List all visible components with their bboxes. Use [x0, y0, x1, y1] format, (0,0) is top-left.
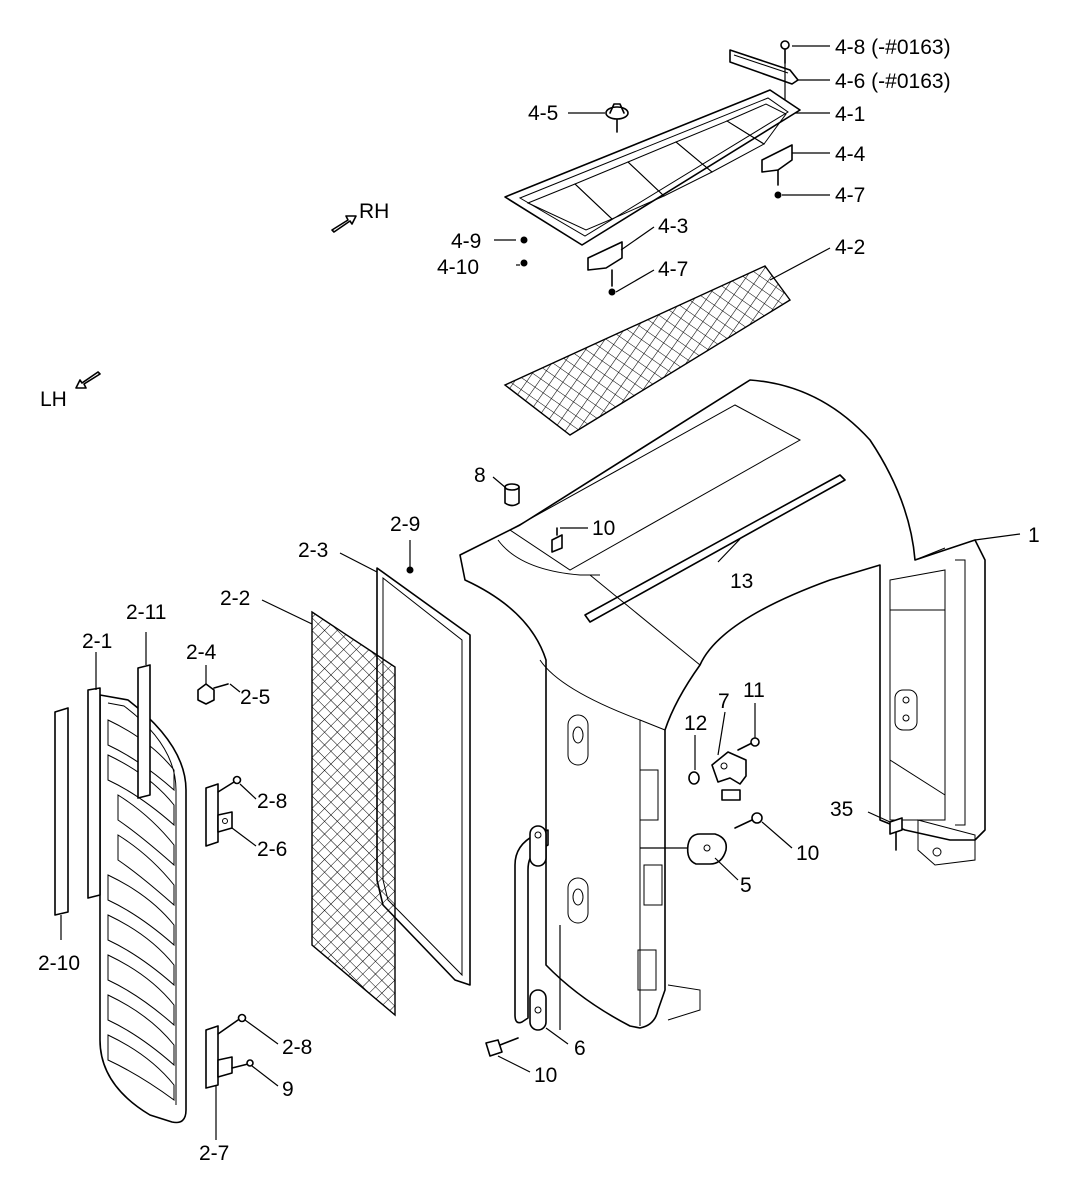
mesh-screen-4-2	[503, 265, 792, 436]
bolt-2-8-lower	[217, 1013, 247, 1035]
pin-2-5	[213, 683, 229, 689]
callout-2-4: 2-4	[186, 641, 217, 664]
wire-mesh-2-2	[311, 610, 396, 1017]
grab-handle-6	[514, 825, 549, 1031]
hood-body-1	[459, 379, 986, 1029]
hinge-2-6	[205, 783, 233, 847]
bolt-9	[231, 1059, 254, 1069]
bracket-4-3	[587, 241, 623, 296]
lh-arrow-icon	[75, 371, 101, 389]
callout-4-7-lower: 4-7	[658, 258, 688, 281]
callout-4-8: 4-8 (-#0163)	[835, 36, 951, 59]
callout-2-11: 2-11	[126, 601, 166, 624]
callout-2-8-upper: 2-8	[257, 790, 287, 813]
callout-12: 12	[684, 712, 707, 735]
callout-4-6: 4-6 (-#0163)	[835, 70, 951, 93]
callout-4-7-upper: 4-7	[835, 184, 865, 207]
callout-2-5: 2-5	[240, 686, 270, 709]
rh-arrow-icon	[331, 215, 357, 233]
callout-4-4: 4-4	[835, 143, 866, 166]
bolt-10-top	[551, 527, 563, 553]
callout-rh: RH	[359, 200, 389, 223]
callout-2-9: 2-9	[390, 513, 420, 536]
callout-2-3: 2-3	[298, 539, 328, 562]
bolt-2-8-upper	[217, 775, 242, 793]
callout-labels: 4-8 (-#0163) 4-6 (-#0163) 4-5 4-1 4-4 4-…	[38, 36, 1040, 1165]
leader-lines	[60, 45, 1021, 1140]
plate-5	[686, 833, 728, 865]
knob-4-5	[605, 103, 629, 133]
callout-2-10: 2-10	[38, 952, 80, 975]
rubber-seal-2-10	[54, 707, 69, 916]
callout-2-7: 2-7	[199, 1142, 229, 1165]
callout-2-6: 2-6	[257, 838, 287, 861]
latch-2-4	[197, 683, 215, 705]
inner-seal-strip	[87, 687, 101, 899]
callout-7: 7	[718, 690, 730, 713]
callout-5: 5	[740, 874, 752, 897]
callout-4-1: 4-1	[835, 103, 865, 126]
callout-4-10: 4-10	[437, 256, 479, 279]
top-cover-frame	[504, 89, 801, 246]
callout-2-8-lower: 2-8	[282, 1036, 312, 1059]
callout-4-5: 4-5	[528, 102, 558, 125]
callout-2-2: 2-2	[220, 587, 250, 610]
callout-13: 13	[730, 570, 753, 593]
bolt-4-8	[780, 40, 790, 64]
seal-strip-13	[584, 474, 846, 623]
bracket-7	[711, 751, 747, 801]
grille-2-1	[99, 694, 187, 1124]
bolt-35	[889, 817, 903, 851]
washer-12	[688, 771, 700, 785]
callout-1: 1	[1028, 524, 1040, 547]
callout-6: 6	[574, 1037, 586, 1060]
callout-lh: LH	[40, 388, 67, 411]
bolt-10-side	[734, 812, 763, 829]
callout-10-side: 10	[796, 842, 819, 865]
callout-4-9: 4-9	[451, 230, 481, 253]
bracket-4-4	[761, 144, 793, 199]
callout-2-1: 2-1	[82, 630, 112, 653]
callout-10-bottom: 10	[534, 1064, 557, 1087]
callout-8: 8	[474, 464, 486, 487]
bolt-10-bottom	[485, 1037, 519, 1057]
callout-4-2: 4-2	[835, 236, 865, 259]
hinge-2-7	[205, 1025, 233, 1089]
bolt-11	[737, 737, 760, 751]
filter-handle-4-6	[729, 49, 799, 85]
rubber-stopper-8	[504, 483, 520, 507]
side-seal-2-11	[137, 664, 151, 799]
callout-11: 11	[743, 679, 765, 702]
callout-9: 9	[282, 1078, 294, 1101]
callout-10-top: 10	[592, 517, 615, 540]
washer-4-9	[520, 236, 528, 244]
callout-35: 35	[830, 798, 853, 821]
callout-4-3: 4-3	[658, 215, 688, 238]
nut-4-10	[520, 259, 528, 267]
